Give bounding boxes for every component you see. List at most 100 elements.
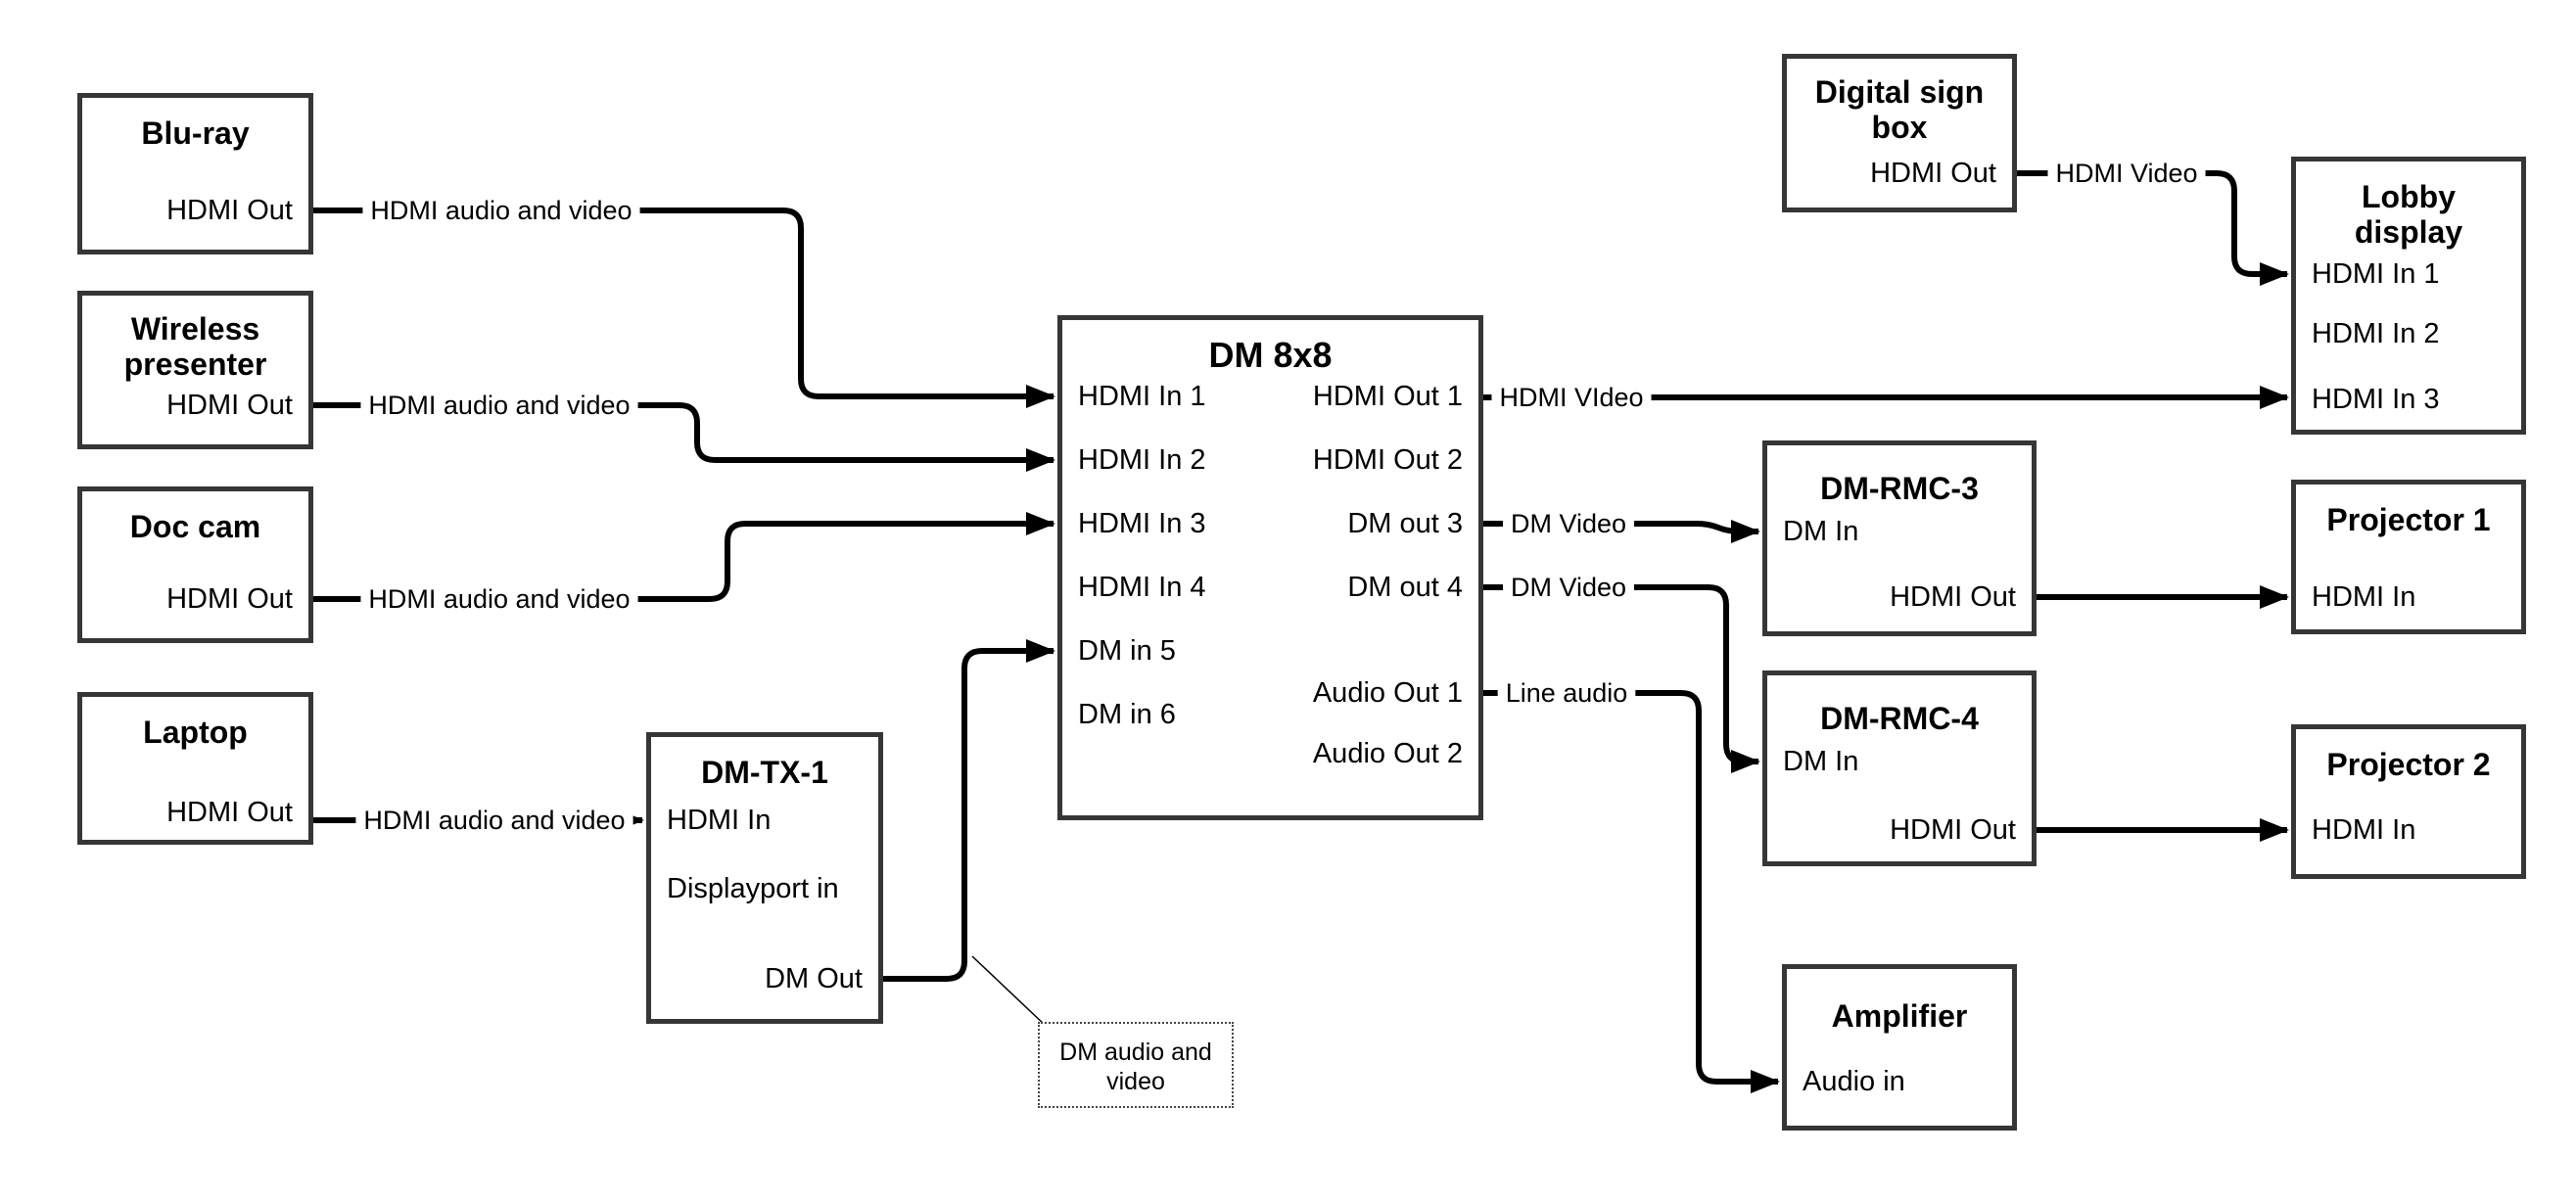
connector-label: HDMI audio and video [363, 806, 625, 835]
port-hdmi-in-2: HDMI In 2 [1078, 444, 1206, 476]
connector-label-bg [355, 804, 633, 837]
port-hdmi-out: HDMI Out [1870, 158, 1996, 189]
node-title-line: Amplifier [1831, 998, 1968, 1034]
connector-label: HDMI audio and video [370, 196, 632, 225]
connector-label: Line audio [1506, 678, 1628, 708]
port-displayport-in: Displayport in [667, 873, 839, 904]
node-title-line: display [2354, 214, 2463, 251]
port-audio-out-2: Audio Out 2 [1312, 738, 1463, 769]
node-title: DM-TX-1 [651, 755, 878, 790]
port-hdmi-out: HDMI Out [1890, 814, 2016, 846]
port-hdmi-out-2: HDMI Out 2 [1312, 444, 1463, 476]
connector-label-bg [360, 389, 638, 422]
connector-signbox-to-lobby-in1 [2017, 170, 2289, 286]
port-hdmi-in-3: HDMI In 3 [1078, 508, 1206, 539]
node-title: Amplifier [1787, 998, 2012, 1034]
port-dm-out-3: DM out 3 [1347, 508, 1463, 539]
node-title-line: box [1871, 110, 1928, 146]
connector-label-bg [362, 194, 640, 227]
connector-label-bg [360, 582, 638, 616]
connector-label-bg [1497, 676, 1636, 710]
node-title: Projector 2 [2296, 747, 2521, 782]
port-hdmi-in: HDMI In [667, 805, 772, 836]
node-title: Laptop [82, 715, 308, 750]
port-hdmi-out: HDMI Out [166, 797, 293, 828]
node-title-line: Wireless [130, 311, 260, 346]
connector-dm-out4-to-rmc4 [1483, 584, 1760, 773]
node-title: DM 8x8 [1062, 335, 1478, 376]
node-title-line: Blu-ray [141, 115, 250, 151]
port-hdmi-in: HDMI In [2312, 814, 2416, 846]
connector-label-bg [1491, 381, 1652, 414]
connector-dm-out3-to-rmc3 [1483, 520, 1760, 543]
port-hdmi-out: HDMI Out [166, 390, 293, 421]
connector-label-bg [1502, 571, 1635, 604]
connector-label-bg [2047, 157, 2206, 190]
port-hdmi-in-1: HDMI In 1 [1078, 381, 1206, 412]
node-title-line: Digital sign [1814, 74, 1985, 110]
node-title-line: Laptop [143, 715, 248, 750]
connector-label: DM Video [1511, 573, 1626, 602]
connector-label: HDMI audio and video [368, 391, 630, 420]
node-title-line: DM-RMC-4 [1820, 701, 1979, 736]
connector-doccam-to-hdmi-in-3 [313, 512, 1055, 602]
port-dm-out: DM Out [765, 963, 863, 994]
node-projector-1: Projector 1 HDMI In [2291, 480, 2526, 634]
port-audio-out-1: Audio Out 1 [1312, 677, 1463, 709]
port-audio-in: Audio in [1803, 1066, 1905, 1097]
connector-audio-out1-to-amplifier [1483, 690, 1780, 1093]
connector-bluray-to-hdmi-in-1 [313, 208, 1055, 408]
connector-wireless-to-hdmi-in-2 [313, 402, 1055, 472]
node-title-line: presenter [123, 346, 267, 383]
port-hdmi-out: HDMI Out [166, 195, 293, 226]
node-title-line: Projector 1 [2326, 502, 2491, 537]
callout-note-line: video [1106, 1068, 1165, 1095]
connector-label: DM Video [1511, 509, 1626, 538]
port-dm-in: DM In [1783, 516, 1859, 547]
port-dm-out-4: DM out 4 [1347, 572, 1463, 603]
connector-label-bg [1502, 507, 1635, 540]
node-title-line: DM-TX-1 [701, 755, 828, 790]
node-title-line: Lobby [2362, 179, 2456, 214]
node-title-line: Doc cam [129, 509, 261, 544]
port-hdmi-out-1: HDMI Out 1 [1312, 381, 1463, 412]
port-hdmi-out: HDMI Out [166, 583, 293, 615]
port-hdmi-in-3: HDMI In 3 [2312, 384, 2440, 415]
connector-label: HDMI Video [2055, 159, 2197, 188]
node-title: DM-RMC-4 [1767, 701, 2032, 736]
port-dm-in: DM In [1783, 746, 1859, 777]
node-title-line: DM 8x8 [1208, 335, 1333, 375]
callout-note-line: DM audio and [1059, 1039, 1212, 1066]
node-title-line: DM-RMC-3 [1820, 471, 1979, 506]
port-hdmi-in-2: HDMI In 2 [2312, 318, 2440, 349]
port-dm-in-5: DM in 5 [1078, 635, 1176, 667]
port-dm-in-6: DM in 6 [1078, 699, 1176, 730]
node-title: Projector 1 [2296, 502, 2521, 537]
port-hdmi-in-4: HDMI In 4 [1078, 572, 1206, 603]
node-projector-2: Projector 2 HDMI In [2291, 724, 2526, 879]
port-hdmi-in: HDMI In [2312, 581, 2416, 613]
port-hdmi-in-1: HDMI In 1 [2312, 258, 2440, 290]
connector-label: HDMI audio and video [368, 584, 630, 614]
connector-dmtx-dmout-to-dm-in-5 [883, 639, 1055, 982]
node-title: DM-RMC-3 [1767, 471, 2032, 506]
node-dm-rmc-4: DM-RMC-4 DM In HDMI Out [1762, 670, 2037, 866]
node-title: Doc cam [82, 509, 308, 544]
callout-leader-line [971, 955, 1047, 1027]
